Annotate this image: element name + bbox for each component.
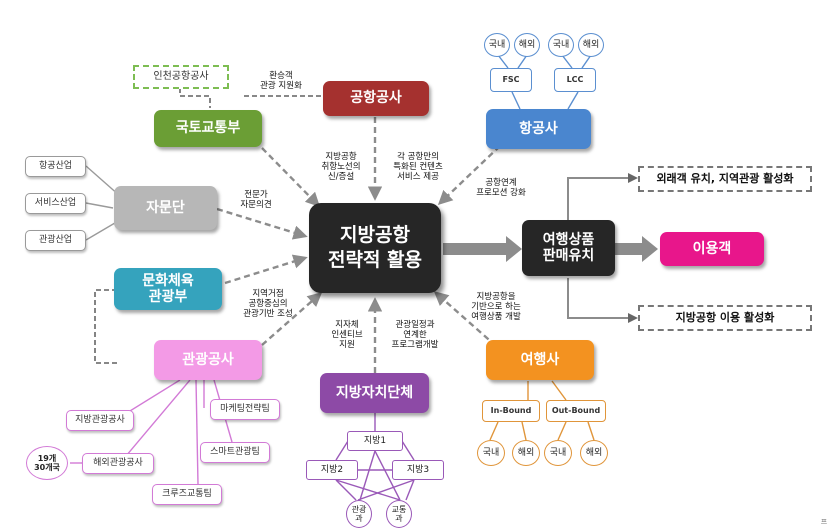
airline-lcc-domestic: 국내 (548, 33, 574, 57)
activate-result-box: 지방공항 이용 활성화 (638, 305, 812, 331)
local-gov-node: 지방자치단체 (320, 373, 429, 413)
kto-branch-count: 19개 30개국 (26, 446, 68, 480)
customer-node: 이용객 (660, 232, 764, 266)
corner-mark: 프 (820, 518, 828, 526)
arrow-advisory (216, 207, 308, 240)
kto-item-cruise: 크루즈교통팀 (152, 484, 222, 505)
label-product-dev: 지방공항을 기반으로 하는 여행상품 개발 (471, 292, 521, 323)
airline-fsc: FSC (490, 68, 532, 92)
advisory-item-aviation: 항공산업 (25, 156, 86, 177)
kto-item-smart: 스마트관광팀 (200, 442, 270, 463)
kto-item-overseas: 해외관광공사 (82, 453, 154, 474)
airline-lcc-intl: 해외 (578, 33, 604, 57)
travel-agency-node: 여행사 (486, 340, 594, 380)
label-route-expansion: 지방공항 취항노선의 신/증설 (321, 152, 361, 183)
arrow-airline (437, 145, 501, 205)
local-region-2: 지방2 (306, 460, 358, 480)
airport-corp-node: 공항공사 (323, 81, 429, 116)
advisory-item-service: 서비스산업 (25, 193, 86, 214)
agency-inbound: In-Bound (482, 400, 540, 422)
label-expert-opinion: 전문가 자문의견 (240, 190, 272, 211)
airline-fsc-intl: 해외 (514, 33, 540, 57)
arrow-kto (261, 292, 323, 346)
center-node: 지방공항 전략적 활용 (309, 203, 441, 293)
kto-item-local: 지방관광공사 (66, 410, 134, 431)
arrow-center-product (443, 236, 522, 262)
agency-in-intl: 해외 (512, 440, 540, 466)
local-region-3: 지방3 (392, 460, 444, 480)
label-tourism-base: 지역거점 공항중심의 관광기반 조성 (243, 289, 293, 320)
label-special-content: 각 공항만의 특화된 컨텐츠 서비스 제공 (393, 152, 443, 183)
agency-in-domestic: 국내 (477, 440, 505, 466)
agency-out-intl: 해외 (580, 440, 608, 466)
arrow-product-customer (615, 236, 658, 262)
label-schedule-program: 관광일정과 연계한 프로그램개발 (391, 320, 439, 351)
kto-item-marketing: 마케팅전략팀 (210, 399, 280, 420)
airline-node: 항공사 (486, 109, 591, 149)
product-node: 여행상품 판매유치 (522, 220, 615, 276)
mcst-node: 문화체육 관광부 (114, 268, 222, 310)
arrow-molit (261, 147, 321, 208)
label-promotion: 공항연계 프로모션 강화 (476, 178, 526, 199)
local-region-1: 지방1 (347, 431, 403, 451)
kto-node: 관광공사 (154, 340, 262, 380)
local-tourism-division: 관광 과 (346, 500, 372, 528)
agency-outbound: Out-Bound (546, 400, 606, 422)
arrow-mcst (224, 254, 308, 285)
molit-node: 국토교통부 (154, 110, 262, 147)
agency-out-domestic: 국내 (544, 440, 572, 466)
advisory-node: 자문단 (114, 186, 217, 230)
airline-fsc-domestic: 국내 (484, 33, 510, 57)
label-incentive: 지자체 인센티브 지원 (331, 320, 363, 351)
local-transport-division: 교통 과 (386, 500, 412, 528)
airline-lcc: LCC (554, 68, 596, 92)
incheon-airport-node: 인천공항공사 (133, 65, 229, 89)
arrow-agency (433, 291, 497, 347)
advisory-item-tourism: 관광산업 (25, 230, 86, 251)
attract-result-box: 외래객 유치, 지역관광 활성화 (638, 166, 812, 192)
label-transfer-support: 환승객 관광 지원화 (260, 71, 302, 92)
